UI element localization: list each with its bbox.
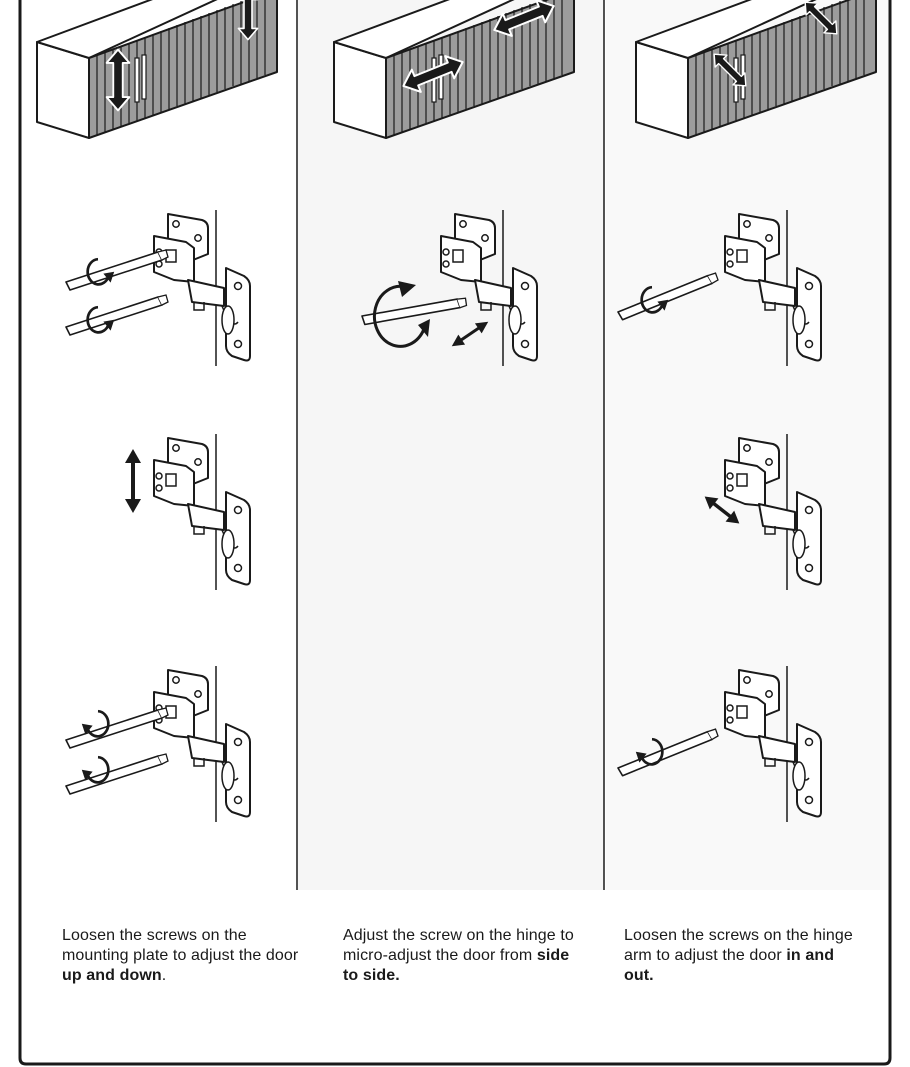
caption-up-down: Loosen the screws on the mounting plate … bbox=[62, 926, 302, 986]
caption-side-to-side: Adjust the screw on the hinge to micro-a… bbox=[343, 926, 583, 986]
center-panel bbox=[298, 0, 604, 890]
caption-in-out: Loosen the screws on the hinge arm to ad… bbox=[624, 926, 864, 986]
